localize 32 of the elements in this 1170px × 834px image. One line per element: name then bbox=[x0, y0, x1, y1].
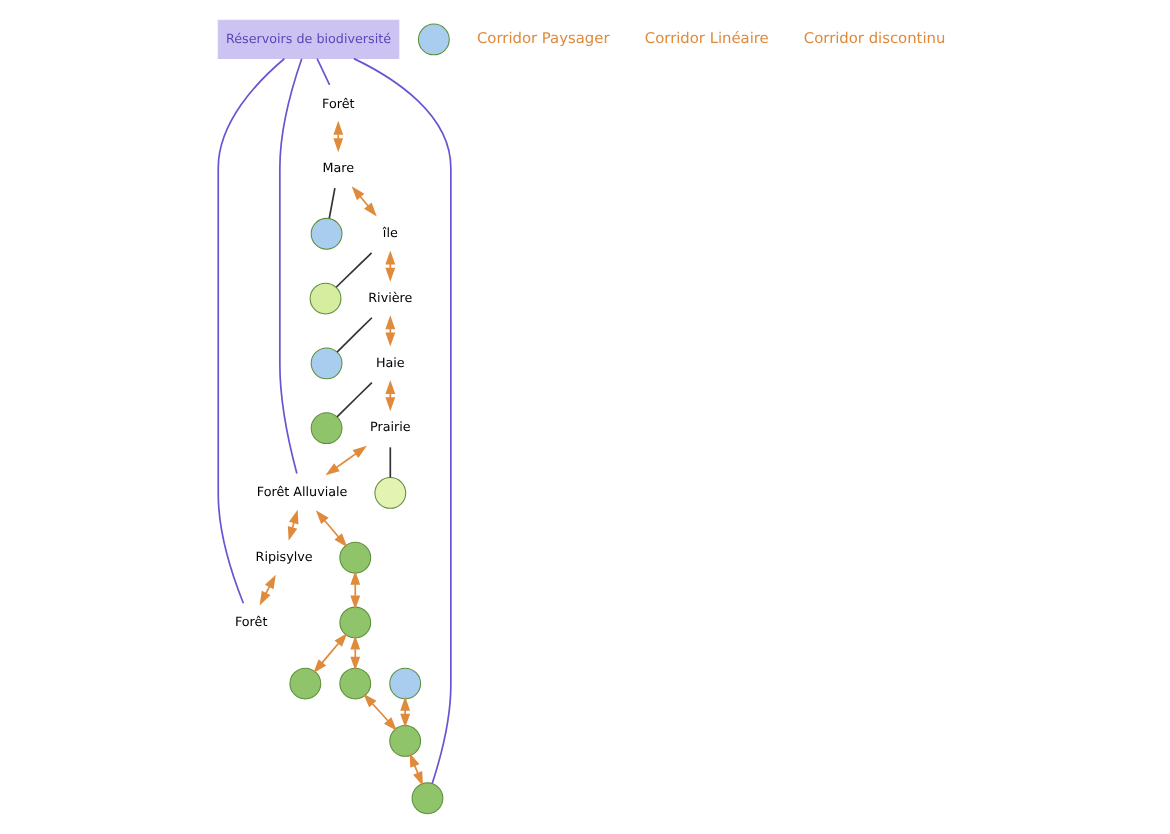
arrow bbox=[349, 635, 360, 671]
node-circle bbox=[388, 667, 421, 700]
node-circle bbox=[338, 541, 371, 574]
node-circle bbox=[388, 725, 421, 757]
arrow bbox=[349, 570, 360, 610]
connector bbox=[335, 381, 372, 418]
node-circle bbox=[288, 667, 321, 700]
connector bbox=[335, 316, 372, 353]
connector bbox=[388, 446, 391, 479]
connector bbox=[327, 187, 335, 220]
connector bbox=[352, 57, 451, 785]
node-circle bbox=[416, 23, 449, 56]
arrow bbox=[350, 186, 376, 217]
arrow bbox=[314, 510, 347, 548]
arrow bbox=[324, 445, 366, 476]
node-circle bbox=[338, 667, 371, 700]
arrow bbox=[312, 632, 347, 674]
arrow bbox=[258, 574, 275, 606]
arrow bbox=[362, 693, 397, 731]
connector bbox=[278, 57, 302, 475]
node-circle bbox=[373, 477, 406, 509]
node-circle bbox=[308, 282, 341, 315]
node-circle bbox=[309, 412, 342, 445]
arrow bbox=[384, 250, 395, 282]
connector bbox=[315, 57, 330, 86]
node-circle bbox=[309, 217, 342, 250]
arrow bbox=[384, 315, 395, 347]
connector bbox=[334, 252, 372, 289]
node-circle bbox=[410, 782, 443, 815]
node-circle bbox=[309, 347, 342, 380]
node-circle bbox=[338, 606, 371, 639]
connector bbox=[216, 57, 285, 605]
